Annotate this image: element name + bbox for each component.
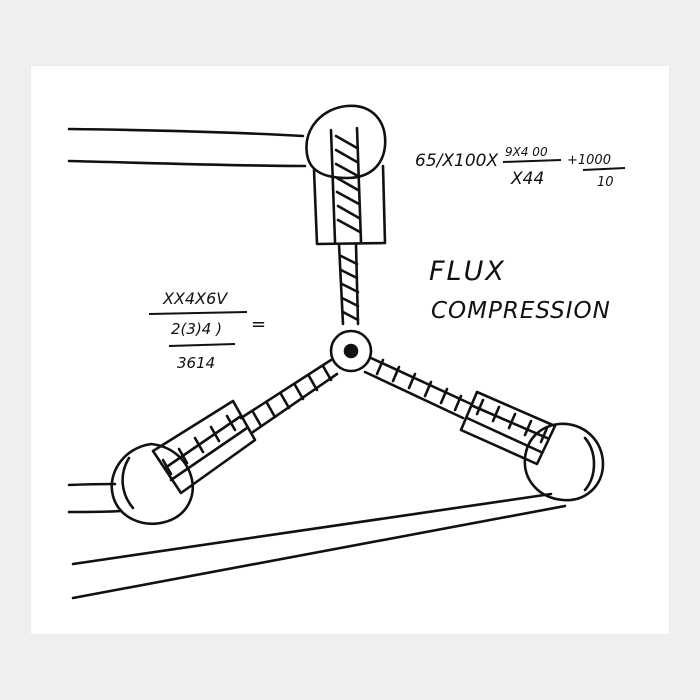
equation-left-result: 3614 (177, 354, 215, 372)
equation-left-denominator: 2(3)4 ) (171, 320, 222, 338)
equation-top-fraction-denominator: X44 (510, 169, 544, 189)
equation-top-fraction-numerator: 9X4 00 (505, 145, 548, 159)
flux-capacitor-sketch: FLUX COMPRESSION 65/X100X 9X4 00 X44 +10… (67, 104, 626, 600)
left-rod-spring (251, 364, 333, 428)
equation-top-plus-denominator: 10 (597, 175, 614, 190)
top-tube-cap (305, 104, 387, 180)
equation-top-plus-numerator: +1000 (567, 153, 611, 168)
right-tube-inner (465, 404, 549, 454)
equation-top-left: 65/X100X (415, 151, 498, 171)
right-tube-cap (523, 422, 605, 502)
right-tube-cap-rim (583, 436, 596, 492)
bottom-wire-upper (71, 492, 553, 566)
flux-heading: FLUX (429, 256, 506, 287)
left-wire-lower (67, 509, 123, 514)
top-left-wire-lower (67, 159, 307, 168)
left-tube-inner (163, 414, 249, 482)
top-tube-spring (334, 134, 362, 234)
center-hub (329, 329, 373, 373)
equation-top-plus-bar (582, 167, 626, 171)
bottom-wire-lower (71, 504, 567, 600)
top-rod-spring (339, 254, 360, 322)
compression-heading: COMPRESSION (431, 298, 611, 324)
top-tube-body (312, 164, 387, 246)
left-rod (239, 358, 339, 434)
left-tube-spring (161, 414, 237, 476)
equation-left-numerator: XX4X6V (162, 289, 228, 308)
equation-top-fraction-bar (502, 159, 562, 163)
left-tube-body (151, 399, 257, 495)
left-tube-cap-rim (121, 456, 135, 510)
top-tube-inner-left (329, 128, 337, 244)
right-tube-spring (475, 398, 549, 444)
left-tube-cap (110, 442, 194, 525)
top-left-wire (67, 127, 305, 138)
right-rod-spring (375, 358, 463, 412)
right-rod (363, 356, 473, 420)
equation-left-equals: = (251, 314, 266, 335)
equation-left-result-bar (168, 343, 236, 347)
equation-left-fraction-bar (148, 311, 248, 315)
left-wire-upper (67, 482, 117, 487)
art-print-sheet: FLUX COMPRESSION 65/X100X 9X4 00 X44 +10… (31, 66, 669, 634)
center-hub-core (343, 343, 359, 359)
top-tube-inner-right (355, 126, 363, 244)
